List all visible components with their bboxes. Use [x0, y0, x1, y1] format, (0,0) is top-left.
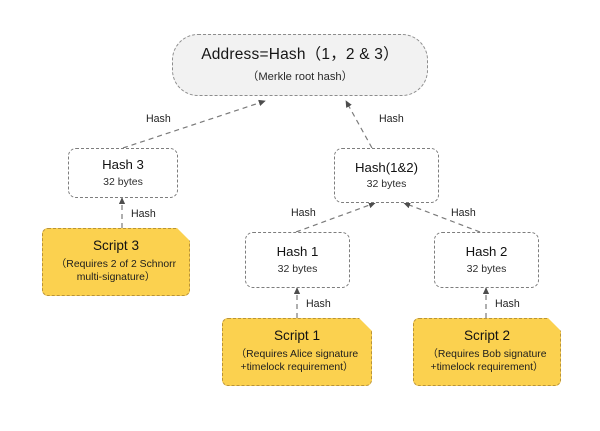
hash-1-2-title: Hash(1&2)	[354, 159, 419, 175]
hash-2-size: 32 bytes	[466, 262, 507, 275]
edge-label-hash3-to-root: Hash	[146, 113, 171, 125]
edge-label-script1-to-hash1: Hash	[306, 298, 331, 310]
node-script-3[interactable]: Script 3 （Requires 2 of 2 Schnorr multi-…	[42, 228, 190, 296]
script-2-description: （Requires Bob signature +timelock requir…	[427, 348, 547, 374]
merkle-root-subtitle: （Merkle root hash）	[247, 70, 353, 83]
script-3-title: Script 3	[92, 237, 140, 253]
edge-label-hash2-to-hash12: Hash	[451, 207, 476, 219]
node-hash-2[interactable]: Hash 2 32 bytes	[434, 232, 539, 288]
script-1-title: Script 1	[273, 327, 321, 343]
hash-1-size: 32 bytes	[277, 262, 318, 275]
node-script-1[interactable]: Script 1 （Requires Alice signature +time…	[222, 318, 372, 386]
node-hash-1-2[interactable]: Hash(1&2) 32 bytes	[334, 148, 439, 203]
edge-label-hash1-to-hash12: Hash	[291, 207, 316, 219]
node-merkle-root[interactable]: Address=Hash（1，2 & 3） （Merkle root hash）	[172, 34, 428, 96]
hash-1-title: Hash 1	[276, 244, 319, 260]
edge-label-script3-to-hash3: Hash	[131, 208, 156, 220]
node-hash-3[interactable]: Hash 3 32 bytes	[68, 148, 178, 198]
hash-3-size: 32 bytes	[103, 175, 143, 188]
edge-label-script2-to-hash2: Hash	[495, 298, 520, 310]
hash-3-title: Hash 3	[102, 157, 144, 173]
script-3-description: （Requires 2 of 2 Schnorr multi-signature…	[55, 258, 177, 284]
merkle-root-title: Address=Hash（1，2 & 3）	[201, 46, 399, 64]
edge-hash3-to-root	[122, 99, 266, 149]
hash-1-2-size: 32 bytes	[366, 178, 407, 191]
node-script-2[interactable]: Script 2 （Requires Bob signature +timelo…	[413, 318, 561, 386]
edge-label-hash12-to-root: Hash	[379, 113, 404, 125]
hash-2-title: Hash 2	[465, 244, 508, 260]
script-1-description: （Requires Alice signature +timelock requ…	[235, 348, 359, 374]
edge-hash12-to-root	[345, 100, 373, 149]
script-2-title: Script 2	[463, 327, 511, 343]
node-hash-1[interactable]: Hash 1 32 bytes	[245, 232, 350, 288]
